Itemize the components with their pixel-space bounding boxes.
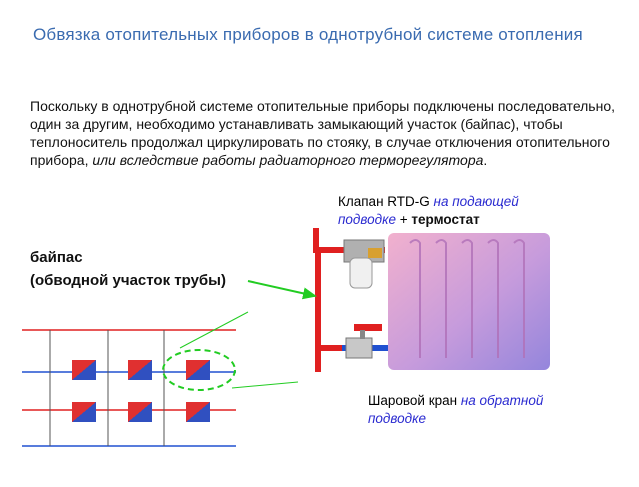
page-title: Обвязка отопительных приборов в однотруб… — [33, 25, 583, 44]
bypass-pointer-line-2 — [231, 381, 299, 389]
schematic — [22, 329, 236, 447]
bypass-label: байпас (обводной участок трубы) — [30, 246, 226, 292]
ball-valve-label-italic-2: подводке — [368, 411, 427, 426]
valve-label-bold: термостат — [411, 212, 480, 227]
ball-valve-label: Шаровой кран на обратной подводке — [368, 392, 543, 428]
bypass-pointer-line — [179, 311, 249, 349]
valve-label: Клапан RTD-G на подающей подводке + терм… — [338, 193, 519, 229]
valve-label-plus: + — [396, 212, 412, 227]
bypass-arrow — [247, 280, 317, 300]
valve-label-text: Клапан RTD-G — [338, 194, 434, 209]
ball-valve-label-italic: на обратной — [460, 393, 544, 408]
thermostat-valve — [343, 239, 385, 289]
bypass-label-line1: байпас — [30, 249, 83, 266]
ball-valve — [345, 324, 382, 359]
intro-paragraph: Поскольку в однотрубной системе отопител… — [30, 97, 620, 169]
mini-radiators — [72, 360, 210, 422]
intro-text: Поскольку в однотрубной системе отопител… — [30, 98, 616, 168]
intro-italic-text: или вследствие работы радиаторного термо… — [88, 152, 484, 168]
radiator — [388, 233, 550, 370]
intro-end: . — [483, 152, 488, 168]
ball-valve-label-text: Шаровой кран — [368, 393, 461, 408]
valve-label-italic: на подающей — [433, 194, 519, 209]
bypass-highlight — [162, 349, 236, 391]
bypass-label-line2: (обводной участок трубы) — [30, 272, 226, 289]
valve-label-italic-2: подводке — [338, 212, 397, 227]
